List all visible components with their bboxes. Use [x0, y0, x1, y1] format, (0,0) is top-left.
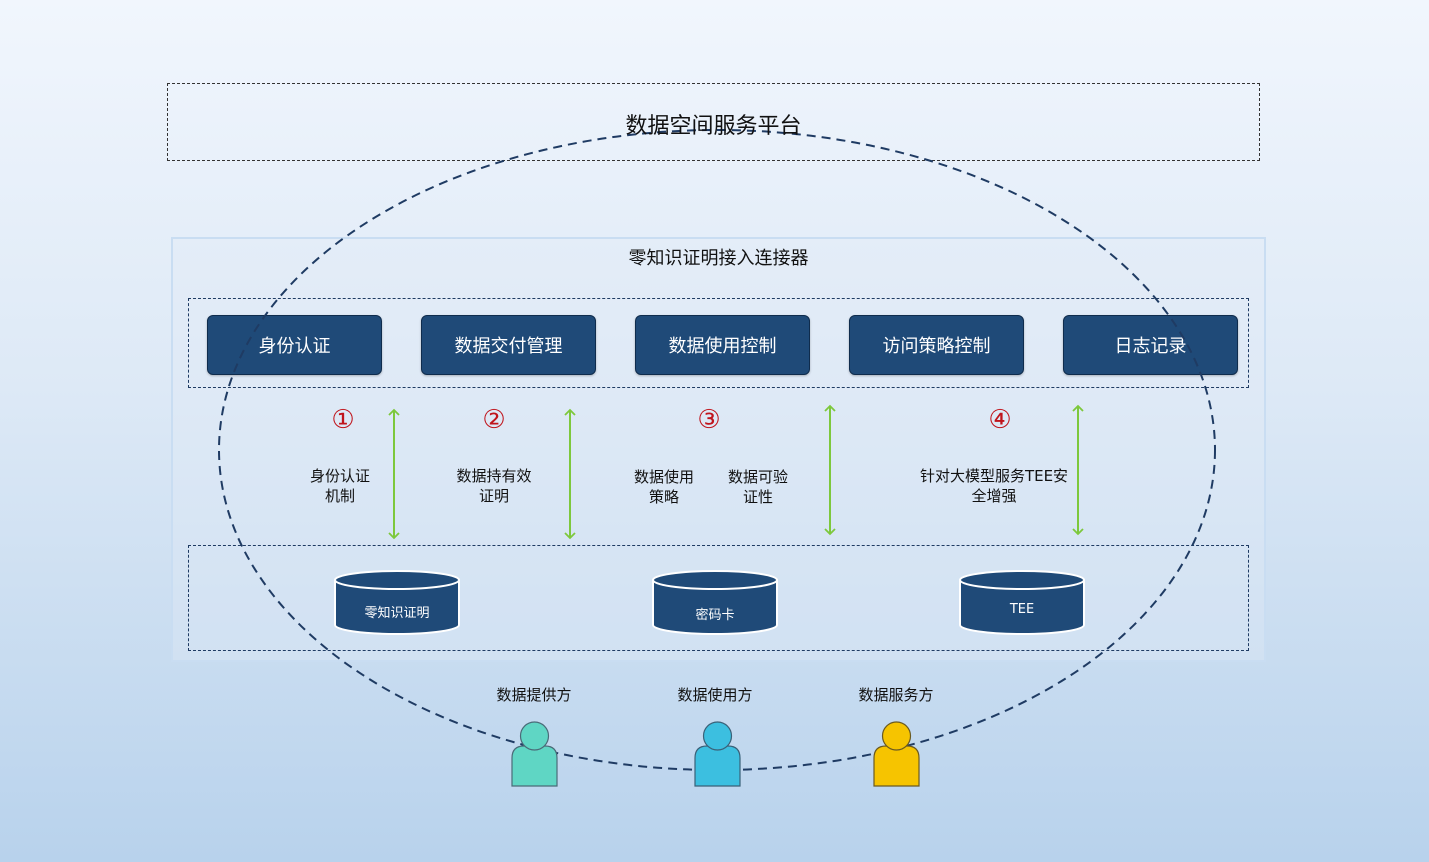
step-caption-3a-line2: 策略 — [648, 488, 679, 506]
step-caption-1-line1: 身份认证 — [309, 467, 370, 485]
step-number-3: ③ — [697, 405, 721, 435]
step-caption-3b: 数据可验 证性 — [718, 467, 798, 507]
role-label-provider: 数据提供方 — [496, 686, 572, 704]
connector-title: 零知识证明接入连接器 — [628, 248, 809, 269]
module-data-delivery[interactable]: 数据交付管理 — [421, 315, 596, 375]
step-number-4: ④ — [988, 405, 1012, 435]
step-caption-4-line2: 全增强 — [971, 487, 1017, 505]
step-caption-3b-line2: 证性 — [742, 488, 773, 506]
step-caption-4-line1: 针对大模型服务TEE安 — [919, 467, 1069, 485]
person-icon-provider — [511, 721, 558, 787]
step-number-1: ① — [331, 405, 355, 435]
module-access-policy[interactable]: 访问策略控制 — [849, 315, 1024, 375]
step-caption-3a-line1: 数据使用 — [633, 468, 694, 486]
step-caption-1: 身份认证 机制 — [290, 466, 390, 506]
step-caption-3a: 数据使用 策略 — [624, 467, 704, 507]
person-icon-user — [694, 721, 741, 787]
storage-label-tee: TEE — [1009, 602, 1035, 617]
module-identity-auth[interactable]: 身份认证 — [207, 315, 382, 375]
step-caption-3b-line1: 数据可验 — [727, 468, 788, 486]
storage-label-crypto-card: 密码卡 — [695, 608, 735, 623]
step-caption-4: 针对大模型服务TEE安 全增强 — [904, 466, 1084, 506]
step-caption-2: 数据持有效 证明 — [444, 466, 544, 506]
module-logging[interactable]: 日志记录 — [1063, 315, 1238, 375]
module-usage-control[interactable]: 数据使用控制 — [635, 315, 810, 375]
step-caption-2-line2: 证明 — [478, 487, 509, 505]
step-caption-2-line1: 数据持有效 — [456, 467, 532, 485]
storage-row — [188, 545, 1249, 651]
role-label-user: 数据使用方 — [677, 686, 753, 704]
person-icon-service — [873, 721, 920, 787]
platform-title: 数据空间服务平台 — [625, 114, 802, 139]
step-caption-1-line2: 机制 — [324, 487, 355, 505]
storage-label-zkp: 零知识证明 — [364, 606, 430, 621]
role-label-service: 数据服务方 — [858, 686, 934, 704]
step-number-2: ② — [482, 405, 506, 435]
